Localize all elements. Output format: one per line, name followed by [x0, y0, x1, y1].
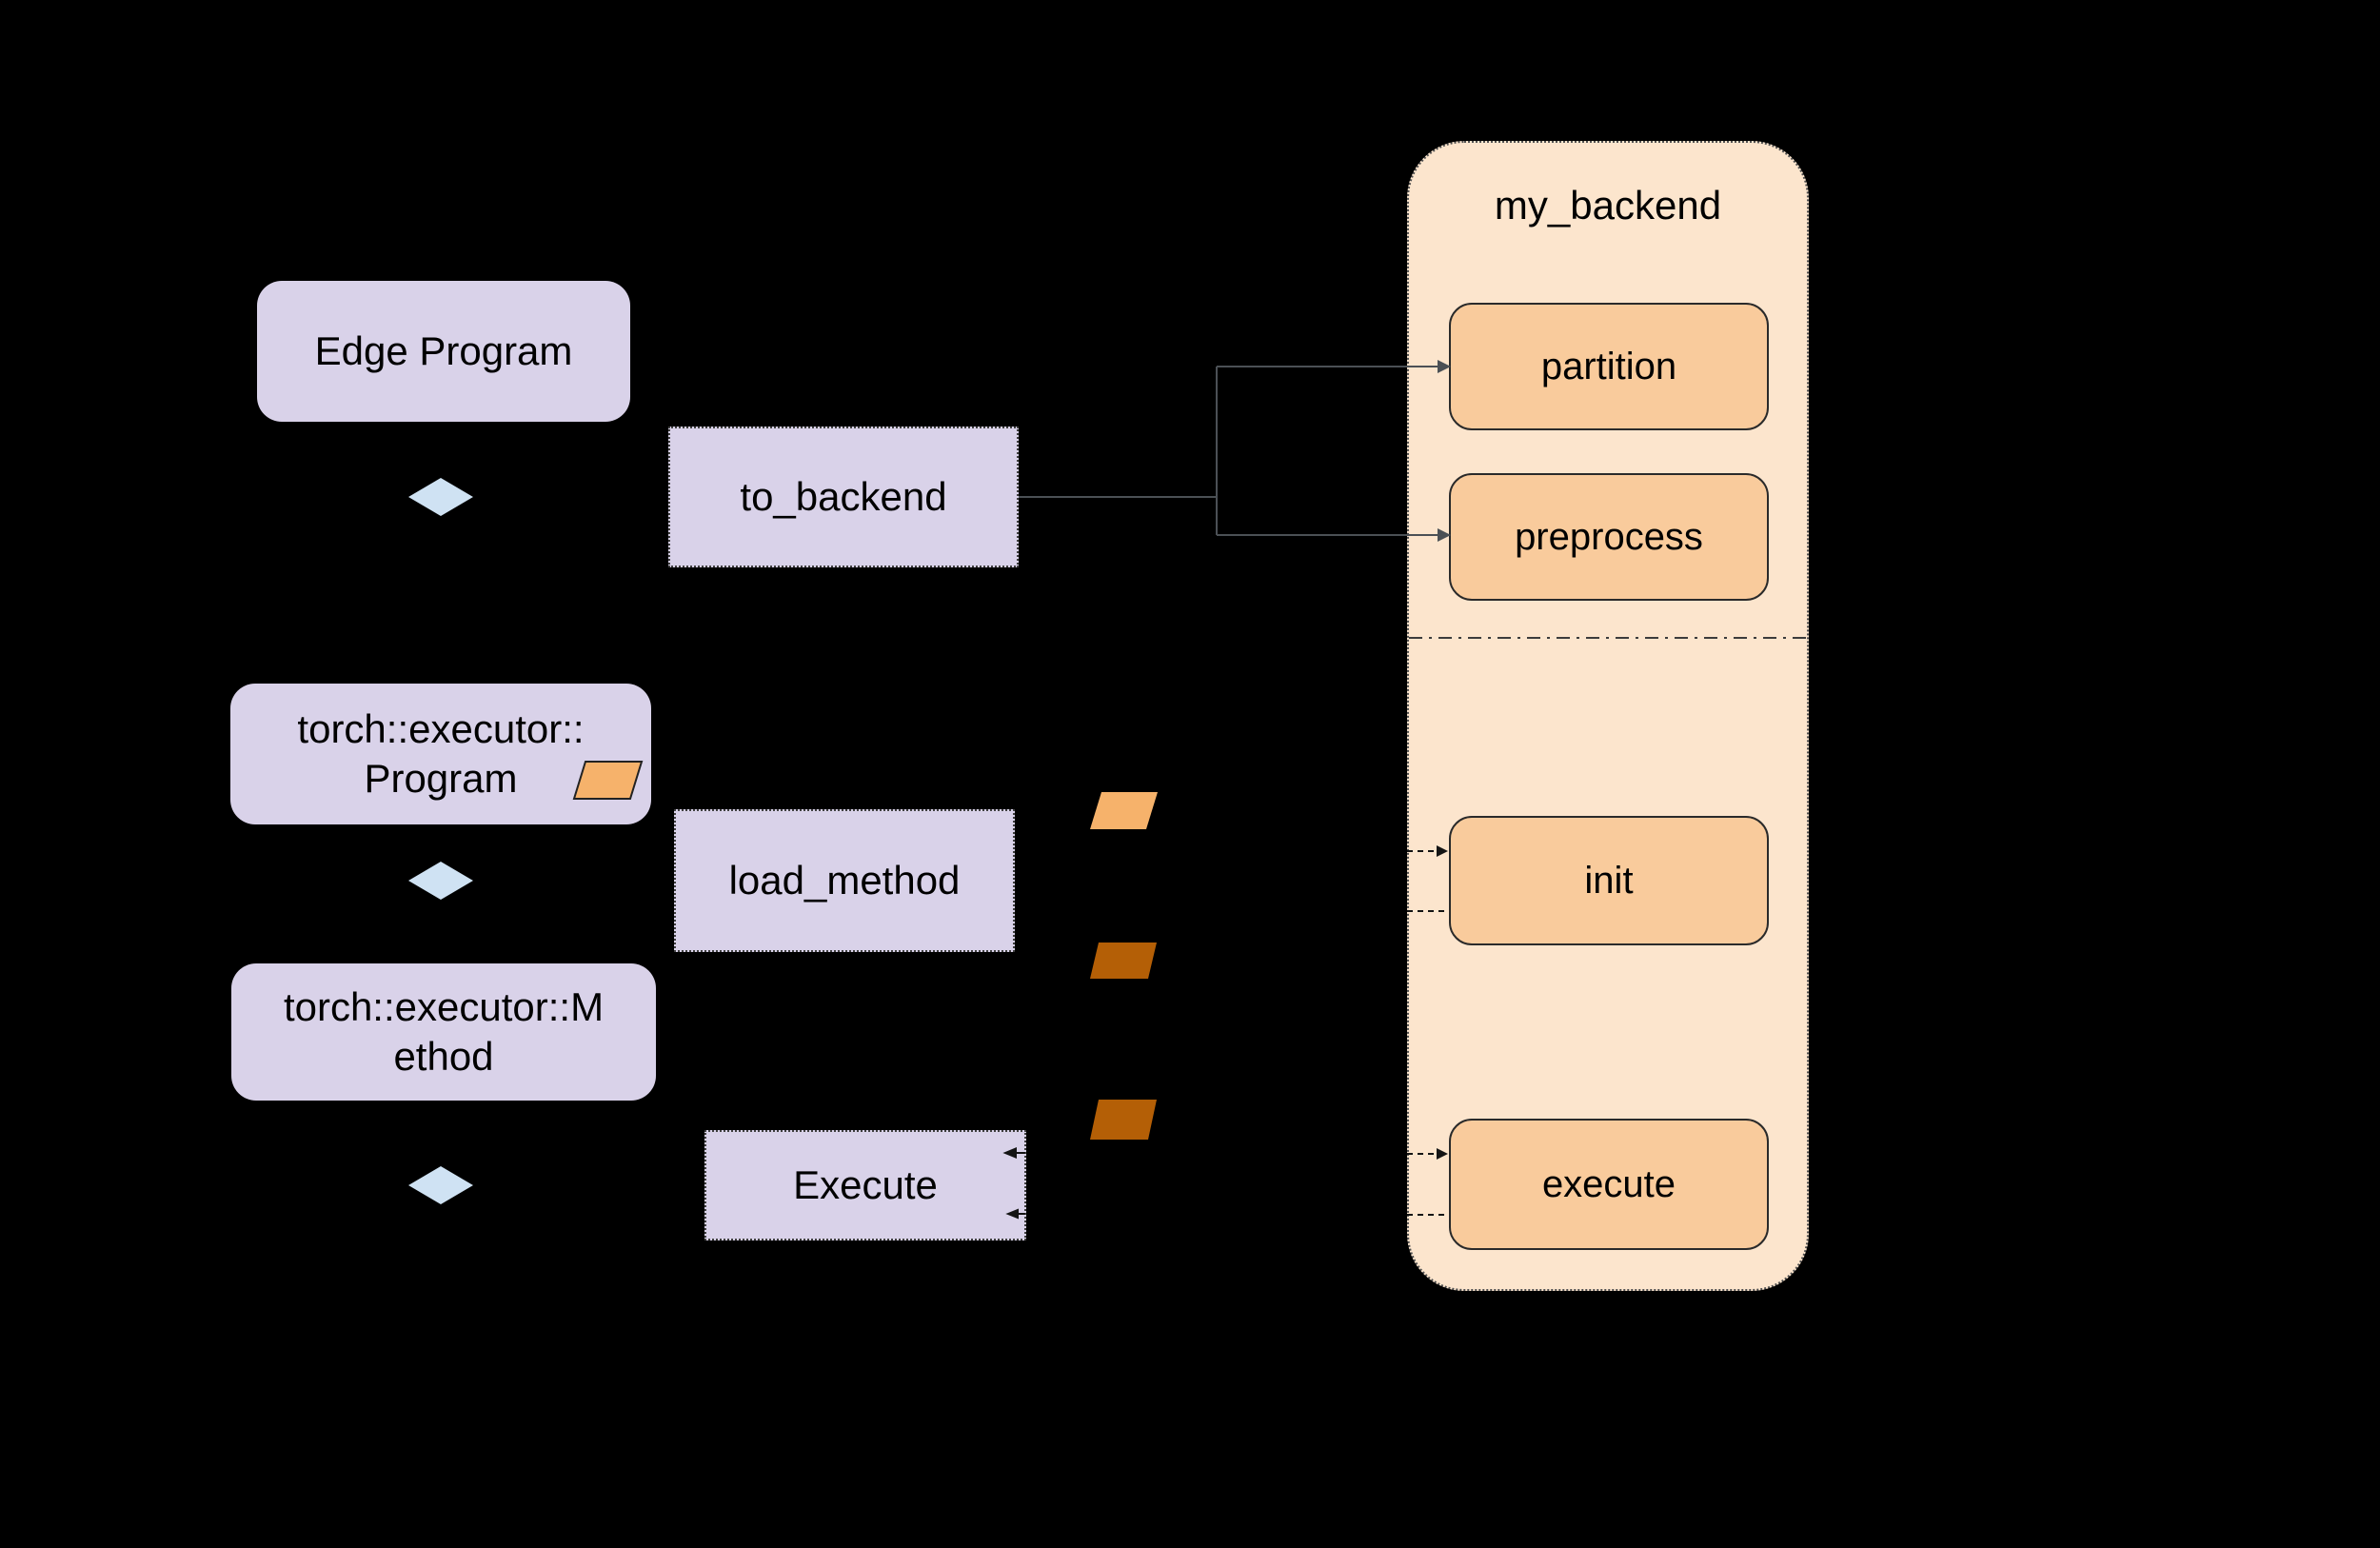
aggregation-diamond-icon-method	[408, 1166, 473, 1204]
program-node-label: torch::executor:: Program	[297, 705, 585, 802]
backend-title: my_backend	[1494, 183, 1722, 228]
to-backend-node: to_backend	[668, 427, 1019, 567]
method-node-label: torch::executor::M ethod	[283, 983, 605, 1080]
edge-program-node: Edge Program	[257, 281, 630, 422]
to-backend-connector	[1019, 366, 1439, 536]
torch-executor-program-node: torch::executor:: Program	[230, 684, 651, 824]
execute-box: execute	[1449, 1119, 1769, 1250]
data-parallelogram-icon-dark-2	[1090, 1100, 1157, 1140]
partition-box: partition	[1449, 303, 1769, 430]
execute-call-node: Execute	[704, 1130, 1026, 1240]
init-box: init	[1449, 816, 1769, 945]
aggregation-diamond-icon-program	[408, 862, 473, 900]
aggregation-diamond-icon-edge-program	[408, 478, 473, 516]
data-parallelogram-icon-light	[1090, 792, 1158, 829]
data-parallelogram-icon-dark-1	[1090, 943, 1157, 979]
torch-executor-method-node: torch::executor::M ethod	[231, 963, 656, 1101]
load-method-node: load_method	[674, 809, 1015, 952]
preprocess-box: preprocess	[1449, 473, 1769, 601]
